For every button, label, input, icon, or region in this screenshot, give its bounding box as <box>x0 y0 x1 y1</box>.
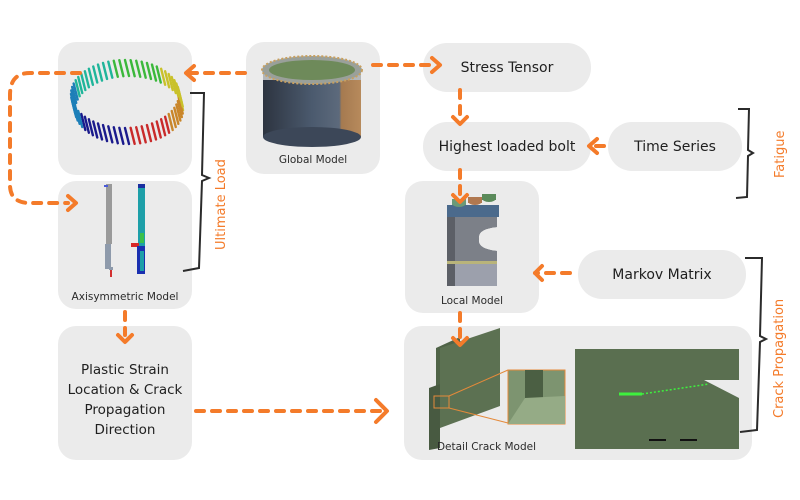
bolt-mark <box>159 118 167 137</box>
bolt-mark <box>123 126 131 146</box>
bolt-mark <box>112 126 119 145</box>
time-series-label: Time Series <box>634 138 716 155</box>
bolt-mark <box>177 89 184 108</box>
bolt-mark <box>107 125 114 144</box>
detail-crack-image <box>429 328 752 450</box>
bolt-mark <box>96 63 104 82</box>
bolt-mark <box>170 75 177 95</box>
bolt-mark <box>170 109 177 129</box>
axisymmetric-caption: Axisymmetric Model <box>71 291 179 303</box>
bolt-ring-image <box>69 58 185 146</box>
bolt-mark <box>175 103 182 122</box>
time-series-node[interactable]: Time Series <box>608 122 742 171</box>
detail-crack-node[interactable]: Detail Crack Model <box>404 326 752 460</box>
ultimate-load-label: Ultimate Load <box>214 159 229 250</box>
bolt-mark <box>83 70 91 89</box>
bolt-mark <box>101 123 109 143</box>
detail-crack-caption: Detail Crack Model <box>436 441 537 453</box>
bolt-mark <box>176 99 184 119</box>
bolt-mark <box>101 61 109 81</box>
arrowhead-crack <box>374 398 389 424</box>
crack-propagation-label: Crack Propagation <box>772 298 787 418</box>
plastic-strain-label: Plastic Strain Location & Crack Propagat… <box>67 362 183 438</box>
bolt-mark <box>159 67 167 86</box>
local-model-image <box>447 194 499 286</box>
bolt-mark <box>87 67 95 86</box>
bolt-mark <box>92 120 99 139</box>
bolt-mark <box>135 59 142 78</box>
global-model-node[interactable]: Global Model <box>246 42 380 174</box>
bolt-mark <box>135 126 142 145</box>
fatigue-label: Fatigue <box>773 130 788 178</box>
bolt-mark <box>155 65 162 84</box>
bolt-mark <box>167 112 174 132</box>
bolt-mark <box>155 120 162 139</box>
bolt-mark <box>163 115 171 134</box>
bolt-mark <box>163 70 171 89</box>
bolt-ring-node[interactable] <box>58 42 192 175</box>
bolt-mark <box>112 59 119 78</box>
highest-loaded-bolt-node[interactable]: Highest loaded bolt <box>423 122 591 171</box>
bolt-mark <box>87 118 95 137</box>
bolt-mark <box>96 122 104 141</box>
local-model-caption: Local Model <box>440 295 504 307</box>
global-model-image <box>261 55 363 147</box>
stress-tensor-node[interactable]: Stress Tensor <box>423 43 591 92</box>
bolt-mark <box>118 126 125 146</box>
bolt-mark <box>167 72 174 92</box>
bolt-mark <box>129 58 136 78</box>
bolt-mark <box>145 61 153 81</box>
bolt-mark <box>150 63 158 82</box>
stress-tensor-label: Stress Tensor <box>460 59 554 76</box>
axisymmetric-image <box>104 184 145 277</box>
bolt-mark <box>129 126 136 146</box>
bolt-mark <box>83 115 91 134</box>
markov-matrix-node[interactable]: Markov Matrix <box>578 250 746 299</box>
plastic-strain-node[interactable]: Plastic Strain Location & Crack Propagat… <box>58 326 192 460</box>
bolt-mark <box>92 65 99 84</box>
local-model-node[interactable]: Local Model <box>405 181 539 313</box>
highest-loaded-bolt-label: Highest loaded bolt <box>438 138 576 155</box>
markov-matrix-label: Markov Matrix <box>612 266 712 283</box>
bolt-mark <box>140 125 147 144</box>
bolt-mark <box>150 122 158 141</box>
bolt-mark <box>107 60 114 79</box>
bolt-mark <box>140 60 147 79</box>
bolt-mark <box>173 106 180 126</box>
bolt-mark <box>118 58 125 78</box>
bolt-mark <box>123 58 131 78</box>
bolt-mark <box>177 96 184 115</box>
axisymmetric-node[interactable]: Axisymmetric Model <box>58 181 192 309</box>
bolt-mark <box>145 123 153 143</box>
global-model-caption: Global Model <box>278 154 348 166</box>
